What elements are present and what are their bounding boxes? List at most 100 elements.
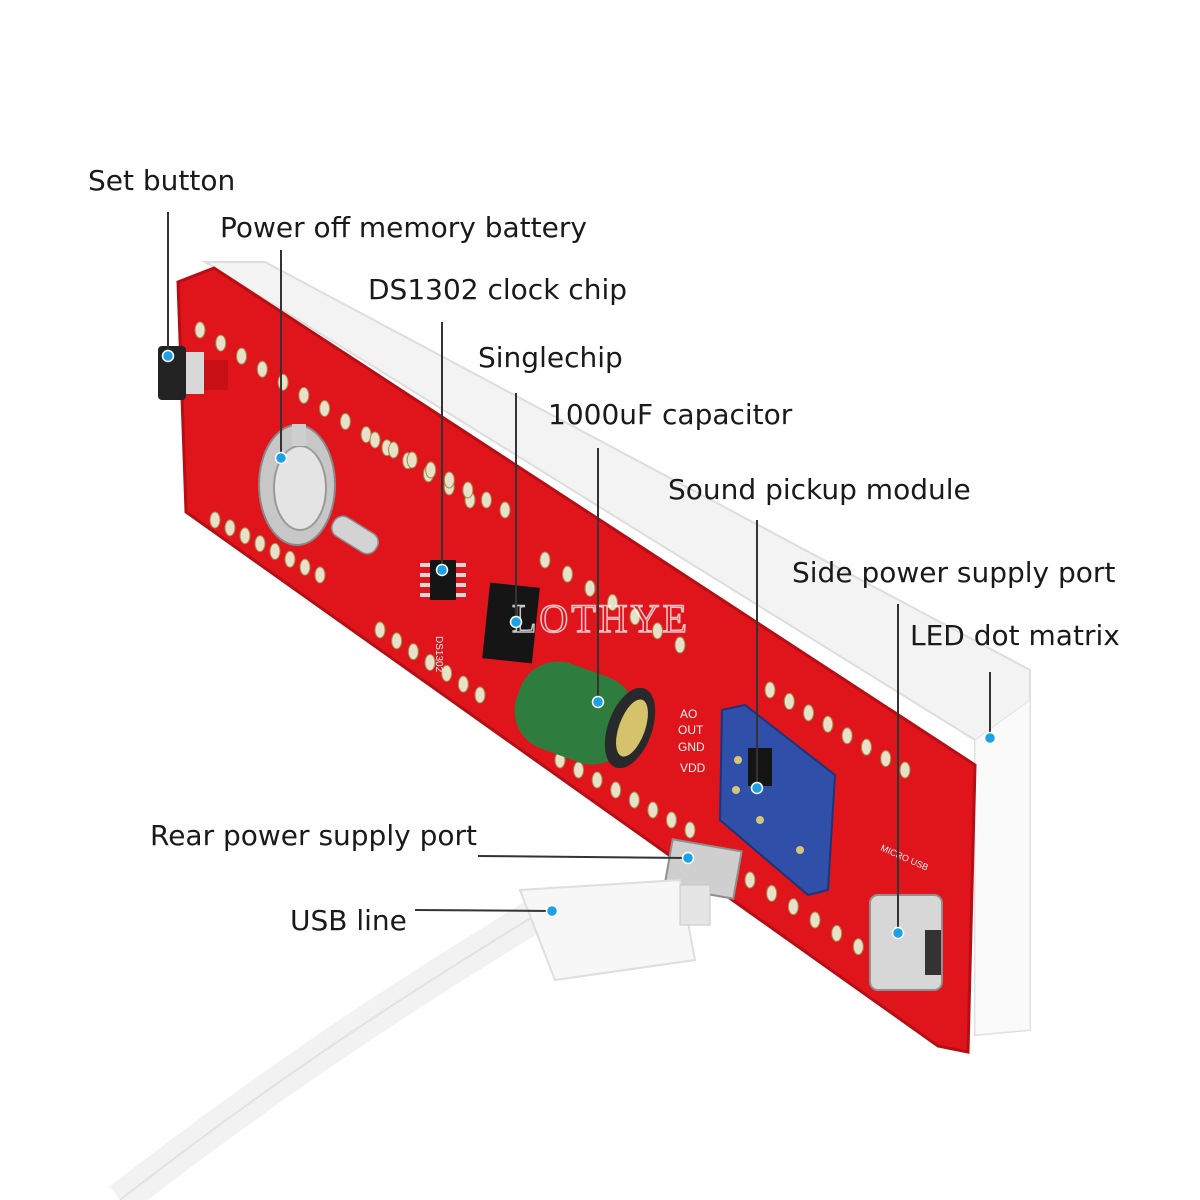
solder-pad bbox=[764, 681, 776, 699]
solder-pad bbox=[809, 911, 821, 929]
pin-label: GND bbox=[678, 740, 705, 754]
solder-pad bbox=[480, 491, 492, 509]
solder-pad bbox=[591, 771, 603, 789]
solder-pad bbox=[443, 471, 455, 489]
solder-pad bbox=[391, 632, 403, 650]
solder-pad bbox=[744, 871, 756, 889]
solder-pad bbox=[474, 686, 486, 704]
solder-pad bbox=[388, 441, 400, 459]
solder-pad bbox=[831, 924, 843, 942]
solder-pad bbox=[224, 519, 236, 537]
solder-pad bbox=[607, 594, 618, 611]
solder-pad bbox=[314, 566, 326, 584]
solder-pad bbox=[499, 501, 511, 519]
callout-led-dot-matrix: LED dot matrix bbox=[910, 619, 1120, 652]
chip-silk-label: DS1302 bbox=[433, 636, 444, 673]
callout-capacitor: 1000uF capacitor bbox=[548, 398, 793, 431]
solder-pad bbox=[647, 801, 659, 819]
solder-pad bbox=[406, 451, 418, 469]
solder-pad bbox=[194, 321, 206, 339]
solder-pad bbox=[407, 643, 419, 661]
callout-singlechip: Singlechip bbox=[478, 341, 623, 374]
leader-line-usb-line bbox=[414, 909, 553, 912]
solder-pad bbox=[424, 654, 436, 671]
solder-pad bbox=[860, 738, 872, 756]
leader-dot-led-dot-matrix bbox=[983, 731, 997, 745]
solder-pad bbox=[610, 781, 622, 799]
crystal-part bbox=[330, 515, 380, 555]
solder-pad bbox=[674, 636, 686, 654]
solder-pad bbox=[299, 558, 311, 576]
pcb-pads bbox=[194, 321, 911, 969]
solder-pad bbox=[457, 675, 469, 693]
solder-pad bbox=[803, 704, 815, 722]
solder-pad bbox=[539, 551, 551, 569]
solder-pad bbox=[339, 413, 351, 431]
solder-pad bbox=[841, 727, 853, 745]
solder-pad bbox=[374, 621, 386, 639]
solder-pad bbox=[783, 692, 795, 710]
callout-side-power-port: Side power supply port bbox=[792, 556, 1116, 589]
battery-part bbox=[258, 424, 336, 546]
leader-dot-set-button bbox=[161, 349, 175, 363]
callout-leaders bbox=[161, 212, 997, 940]
pin-label: VDD bbox=[680, 761, 706, 775]
solder-pad bbox=[462, 481, 474, 499]
capacitor-part bbox=[514, 661, 656, 769]
solder-pad bbox=[277, 373, 289, 391]
solder-pad bbox=[256, 360, 268, 378]
leader-dot-usb-line bbox=[545, 904, 559, 918]
solder-pad bbox=[369, 431, 381, 449]
solder-pad bbox=[215, 334, 227, 352]
solder-pad bbox=[319, 399, 331, 417]
callout-set-button: Set button bbox=[88, 164, 236, 197]
solder-pad bbox=[766, 884, 778, 902]
sound-module-pins: AO OUT GND VDD bbox=[678, 707, 706, 775]
leader-dot-clock-chip bbox=[435, 563, 449, 577]
solder-pad bbox=[852, 938, 864, 956]
solder-pad bbox=[284, 550, 296, 568]
solder-pad bbox=[269, 542, 281, 560]
callout-sound-module: Sound pickup module bbox=[668, 473, 971, 506]
callout-usb-line: USB line bbox=[290, 904, 407, 937]
callout-clock-chip: DS1302 clock chip bbox=[368, 273, 627, 306]
solder-pad bbox=[236, 347, 248, 365]
solder-pad bbox=[880, 750, 892, 768]
set-button-part bbox=[158, 346, 228, 400]
leader-dot-rear-power-port bbox=[681, 851, 695, 865]
led-display-side bbox=[974, 699, 1031, 1036]
solder-pad bbox=[441, 664, 453, 682]
solder-pad bbox=[628, 791, 640, 809]
leader-dot-side-power-port bbox=[891, 926, 905, 940]
solder-pad bbox=[254, 535, 266, 553]
pin-label: OUT bbox=[678, 723, 704, 737]
side-port-part: MICRO USB bbox=[869, 843, 943, 991]
callout-rear-power-port: Rear power supply port bbox=[150, 819, 477, 852]
solder-pad bbox=[665, 811, 677, 829]
solder-pad bbox=[298, 386, 310, 404]
solder-pad bbox=[584, 579, 596, 597]
usb-cable-part bbox=[109, 878, 711, 1200]
solder-pad bbox=[822, 715, 834, 733]
sound-module-part bbox=[718, 703, 837, 897]
leader-dot-singlechip bbox=[509, 615, 523, 629]
solder-pad bbox=[787, 898, 799, 916]
solder-pad bbox=[684, 821, 696, 839]
solder-pad bbox=[629, 608, 641, 626]
pin-label: AO bbox=[680, 707, 697, 721]
leader-line-rear-power-port bbox=[477, 855, 689, 859]
watermark: LOTHYE bbox=[512, 596, 690, 641]
leader-dot-memory-battery bbox=[274, 451, 288, 465]
solder-pad bbox=[425, 461, 437, 479]
solder-pad bbox=[573, 761, 585, 779]
leader-dot-sound-module bbox=[750, 781, 764, 795]
solder-pad bbox=[652, 622, 663, 640]
solder-pad bbox=[899, 761, 911, 779]
solder-pad bbox=[209, 511, 221, 529]
leader-dot-capacitor bbox=[591, 695, 605, 709]
callout-memory-battery: Power off memory battery bbox=[220, 211, 587, 244]
solder-pad bbox=[562, 565, 573, 583]
solder-pad bbox=[239, 527, 251, 545]
